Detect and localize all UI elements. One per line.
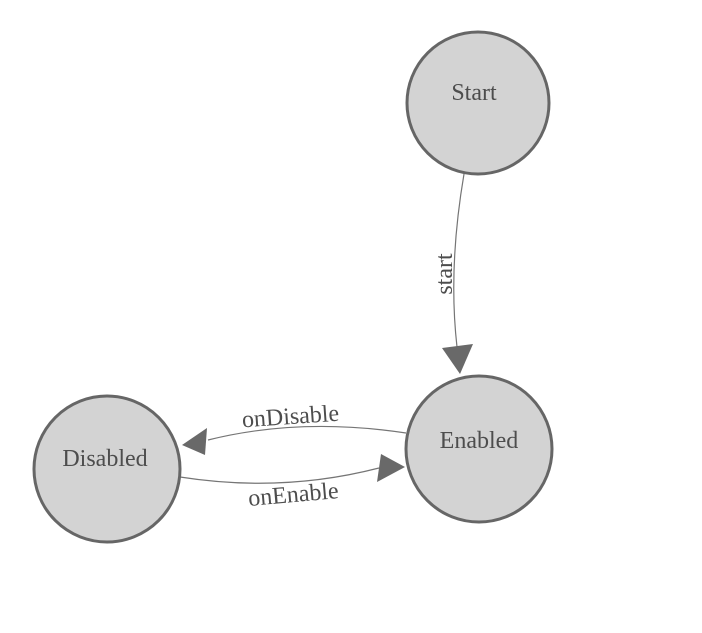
edge-ondisable: onDisable <box>182 401 407 455</box>
edge-start: start <box>432 173 473 374</box>
edge-onenable-line <box>179 467 380 484</box>
node-start[interactable]: Start <box>405 30 551 176</box>
node-disabled-circle[interactable] <box>32 394 182 544</box>
edge-start-line <box>453 173 465 348</box>
node-enabled-label: Enabled <box>440 428 519 454</box>
node-disabled[interactable]: Disabled <box>32 394 182 544</box>
edge-onenable: onEnable <box>179 454 405 512</box>
edge-onenable-arrowhead-icon <box>377 454 405 482</box>
node-start-label: Start <box>451 80 497 106</box>
edge-start-arrowhead-icon <box>442 344 473 374</box>
node-disabled-label: Disabled <box>62 446 147 472</box>
node-enabled-circle[interactable] <box>404 374 554 524</box>
edge-ondisable-line <box>207 425 407 441</box>
node-enabled[interactable]: Enabled <box>404 374 554 524</box>
edge-ondisable-arrowhead-icon <box>182 428 207 455</box>
edge-ondisable-label: onDisable <box>241 401 340 434</box>
edge-start-label: start <box>432 253 458 295</box>
node-start-circle[interactable] <box>405 30 551 176</box>
